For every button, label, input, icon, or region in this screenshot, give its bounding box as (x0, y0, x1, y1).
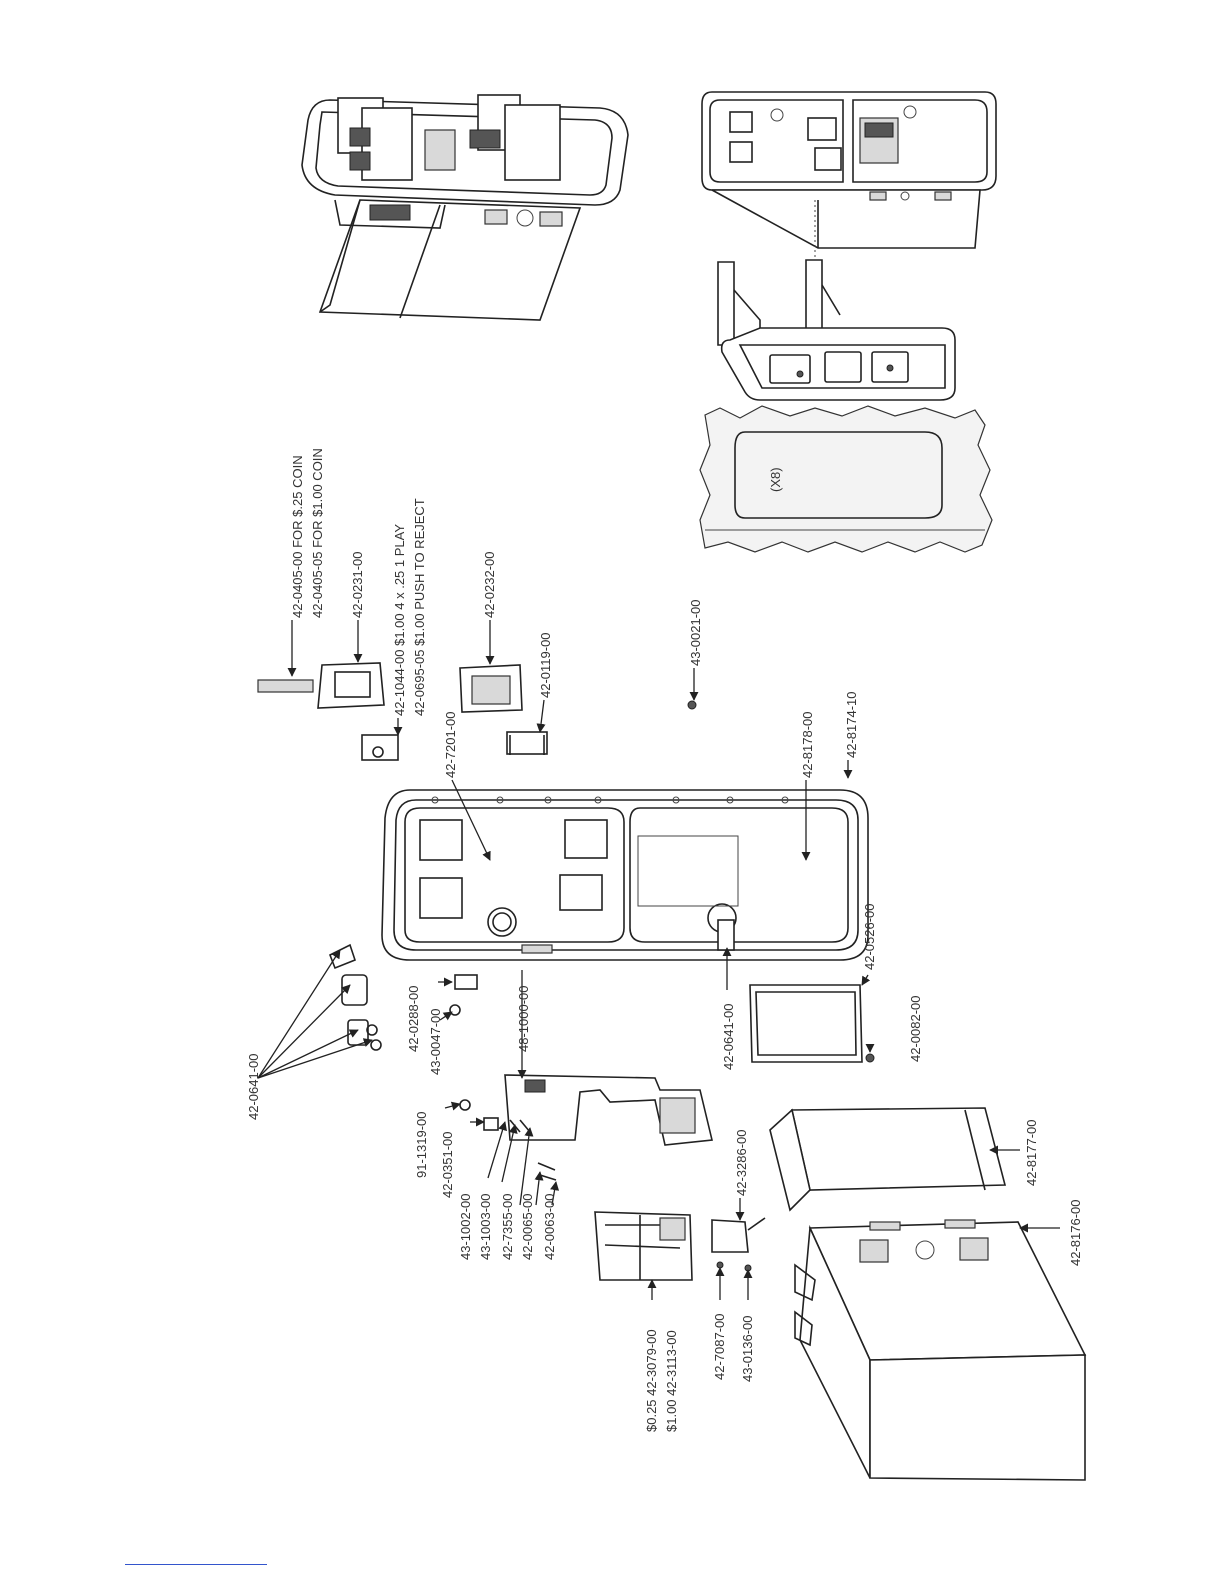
right-assembly-views: (X8) (699, 91, 997, 553)
label-mech-025: $0.25 42-3079-00 (644, 1329, 659, 1432)
label-button-reject: 42-0695-05 $1.00 PUSH TO REJECT (412, 498, 427, 716)
label-part-91: 91-1319-00 (414, 1112, 429, 1179)
label-coin-slot-100: 42-0405-05 FOR $1.00 COIN (310, 448, 325, 618)
label-bracket-0119: 42-0119-00 (538, 632, 553, 698)
label-lock-assy-left: 42-0641-00 (246, 1054, 261, 1121)
label-bracket-48: 48-1000-00 (516, 986, 531, 1053)
label-plate-7201: 42-7201-00 (443, 712, 458, 779)
label-nut-0047: 43-0047-00 (428, 1009, 443, 1076)
label-part-1003: 43-1003-00 (478, 1194, 493, 1261)
part-labels: 42-0405-00 FOR $.25 COIN 42-0405-05 FOR … (246, 448, 1083, 1432)
label-screw-0021: 43-0021-00 (688, 600, 703, 667)
footer-underline-link[interactable] (125, 1564, 267, 1565)
label-lock-0641-door: 42-0641-00 (721, 1004, 736, 1071)
label-latch-0288: 42-0288-00 (406, 986, 421, 1053)
label-part-1002: 43-1002-00 (458, 1194, 473, 1261)
label-coin-slot-025: 42-0405-00 FOR $.25 COIN (290, 455, 305, 618)
label-mech-100: $1.00 42-3113-00 (664, 1330, 679, 1432)
label-button-play: 42-1044-00 $1.00 4 x .25 1 PLAY (392, 524, 407, 716)
label-bezel-lower: 42-0232-00 (482, 552, 497, 619)
label-frame-8174: 42-8174-10 (844, 692, 859, 759)
label-part-3286: 42-3286-00 (734, 1130, 749, 1197)
label-door-8178: 42-8178-00 (800, 712, 815, 779)
label-cabinet-8176: 42-8176-00 (1068, 1200, 1083, 1267)
coin-door-frame (381, 789, 869, 961)
label-qty-x8: (X8) (768, 467, 783, 492)
leader-arrows (257, 620, 1060, 1300)
assembled-coin-door-view (301, 94, 629, 321)
label-nut-0082: 42-0082-00 (908, 996, 923, 1063)
label-part-0065: 42-0065-00 (520, 1194, 535, 1261)
label-cashbox-8177: 42-8177-00 (1024, 1120, 1039, 1187)
label-part-7087: 42-7087-00 (712, 1314, 727, 1381)
coin-slot-label-plate (257, 679, 314, 693)
label-screw-0136: 43-0136-00 (740, 1316, 755, 1383)
label-panel-0526: 42-0526-00 (862, 904, 877, 971)
latch-part (454, 974, 478, 990)
small-components (257, 662, 875, 1281)
label-part-0351: 42-0351-00 (440, 1132, 455, 1199)
cabinet-box (794, 1219, 1087, 1481)
label-bezel-top: 42-0231-00 (350, 552, 365, 619)
label-part-7355: 42-7355-00 (500, 1194, 515, 1261)
label-part-0063: 42-0063-00 (542, 1194, 557, 1261)
cash-box (769, 1107, 1007, 1212)
screw-0021 (687, 700, 697, 710)
